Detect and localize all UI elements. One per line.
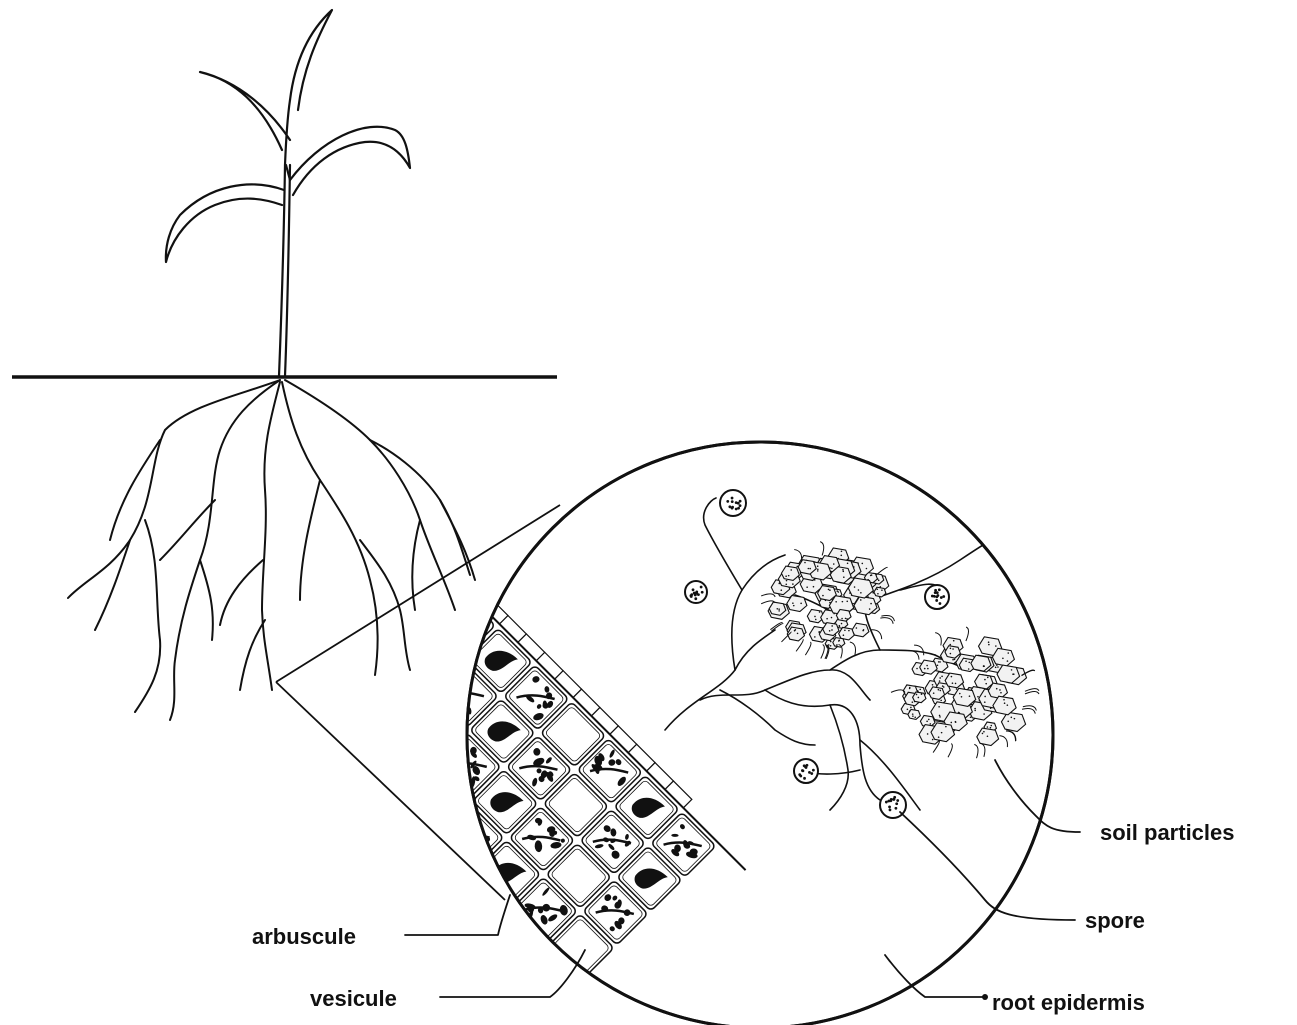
arbuscule-mark — [372, 598, 419, 645]
root-system — [68, 380, 475, 720]
spore-2 — [685, 581, 707, 603]
plant — [166, 10, 410, 376]
vesicle-mark — [340, 637, 377, 674]
leaf-right — [290, 127, 410, 195]
root-cortex-cell — [326, 623, 391, 688]
root-cortex-cell — [362, 659, 427, 724]
label-spore: spore — [1085, 908, 1145, 933]
root-cortex-cell — [399, 696, 464, 761]
root-cortex-cell — [359, 589, 424, 654]
leaf-left-upper — [200, 72, 290, 150]
label-root-epidermis: root epidermis — [992, 990, 1145, 1015]
leaf-top — [290, 10, 332, 110]
root-cortex-cell — [393, 555, 458, 620]
arbuscule-mark — [373, 669, 418, 714]
label-vesicule: vesicule — [310, 986, 397, 1011]
arbuscule-mark — [374, 738, 423, 787]
spore-1 — [720, 490, 746, 516]
leader-arbuscule — [405, 895, 510, 935]
arbuscule-mark — [439, 599, 485, 645]
root-cortex-cell — [402, 767, 467, 832]
leader-vesicule — [440, 950, 585, 997]
arbuscule-mark — [301, 664, 349, 712]
root-cortex-cell — [396, 625, 461, 690]
spore-4 — [794, 759, 818, 783]
leaf-left-lower — [166, 184, 284, 262]
magnified-view — [285, 442, 1053, 1025]
root-cortex-cell — [365, 730, 430, 795]
label-arbuscule: arbuscule — [252, 924, 356, 949]
label-soil-particles: soil particles — [1100, 820, 1235, 845]
spore-3 — [925, 585, 949, 609]
root-cortex-cell — [328, 693, 393, 758]
epidermis-cell — [463, 579, 490, 606]
vesicle-mark — [343, 707, 380, 744]
